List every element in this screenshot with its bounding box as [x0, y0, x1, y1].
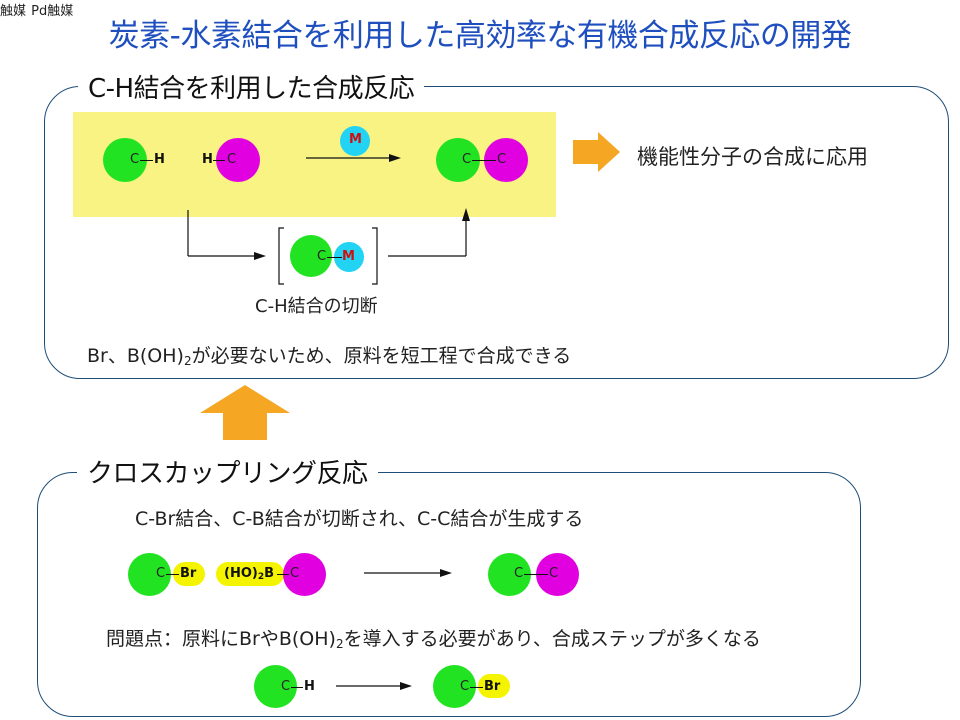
carbon-label: C: [130, 152, 140, 167]
carbon-atom: [433, 665, 476, 708]
top-panel-heading: C-H結合を利用した合成反応: [78, 68, 425, 105]
bromine-group: [478, 674, 510, 698]
metal-label: M: [342, 249, 355, 264]
carbon-label: C: [281, 679, 291, 694]
catalyst-label: 触媒: [0, 4, 27, 19]
carbon-atom: [254, 665, 297, 708]
carbon-label: C: [497, 152, 507, 167]
intermediate-caption: C-H結合の切断: [255, 296, 378, 317]
carbon-atom: [290, 235, 332, 277]
pd-catalyst-label: Pd触媒: [31, 4, 74, 19]
bond-line: [140, 160, 153, 161]
bromine-label: Br: [484, 679, 501, 694]
bond-line: [327, 257, 342, 258]
bond-line: [470, 687, 483, 688]
application-text: 機能性分子の合成に応用: [637, 145, 868, 169]
bond-line: [213, 160, 225, 161]
carbon-label: C: [317, 249, 327, 264]
carbon-label: C: [549, 566, 559, 581]
boronic-acid-group: [216, 562, 284, 586]
metal-catalyst-atom: [340, 126, 370, 156]
bottom-panel-description: C-Br結合、C-B結合が切断され、C-C結合が生成する: [135, 508, 584, 530]
hydrogen-label: H: [202, 152, 213, 167]
bond-line: [472, 160, 496, 161]
carbon-label: C: [514, 566, 524, 581]
carbon-atom: [103, 138, 147, 182]
carbon-atom: [488, 553, 531, 596]
hydrogen-label: H: [304, 679, 315, 694]
carbon-atom-partner: [283, 553, 326, 596]
bromine-label: Br: [180, 566, 197, 581]
carbon-label: C: [290, 566, 300, 581]
carbon-label: C: [156, 566, 166, 581]
carbon-label: C: [227, 152, 237, 167]
bond-line: [277, 574, 289, 575]
carbon-label: C: [462, 152, 472, 167]
slide-title: 炭素-水素結合を利用した高効率な有機合成反応の開発: [108, 18, 852, 54]
bond-line: [524, 574, 548, 575]
hydrogen-label: H: [154, 152, 165, 167]
boronic-acid-label: (HO)2B: [224, 566, 275, 582]
metal-label: M: [349, 132, 362, 147]
problem-statement: 問題点：原料にBrやB(OH)2を導入する必要があり、合成ステップが多くなる: [106, 628, 761, 651]
carbon-label: C: [460, 679, 470, 694]
bond-line: [166, 574, 179, 575]
bottom-panel-heading: クロスカップリング反応: [77, 453, 378, 490]
bond-line: [291, 687, 303, 688]
top-panel-note: Br、B(OH)2が必要ないため、原料を短工程で合成できる: [87, 345, 572, 368]
carbon-atom: [128, 553, 171, 596]
